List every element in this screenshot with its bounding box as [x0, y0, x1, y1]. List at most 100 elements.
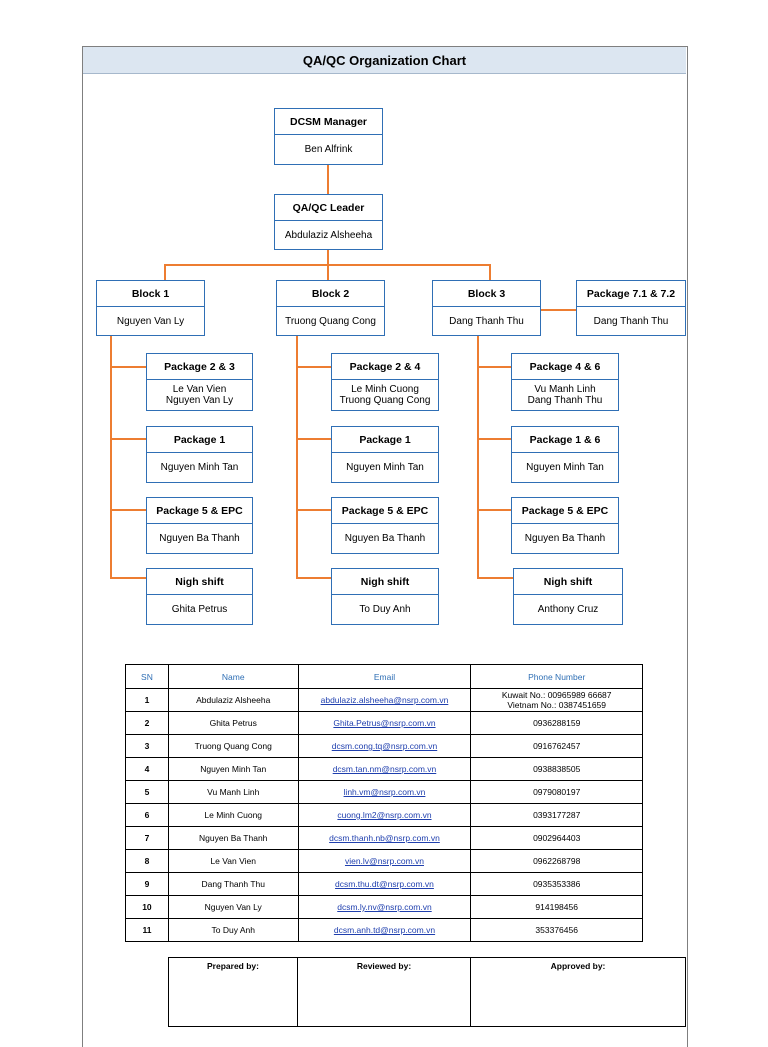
package-box: Package 5 & EPC Nguyen Ba Thanh	[511, 497, 619, 554]
connector-line	[110, 509, 146, 511]
qaqc-leader-box: QA/QC Leader Abdulaziz Alsheeha	[274, 194, 383, 250]
box-name: Nguyen Ba Thanh	[344, 533, 426, 544]
box-role: Package 1	[147, 427, 252, 453]
connector-line	[296, 438, 332, 440]
box-name: Nguyen Van Ly	[165, 395, 234, 406]
approved-by-cell: Approved by:	[470, 957, 686, 1027]
box-name: Ghita Petrus	[171, 604, 228, 615]
row-name: Abdulaziz Alsheeha	[167, 688, 299, 712]
connector-line	[477, 336, 479, 578]
box-name: Nguyen Minh Tan	[346, 462, 424, 473]
row-name: Vu Manh Linh	[167, 780, 299, 804]
box-role: Package 4 & 6	[512, 354, 618, 380]
box-name: Vu Manh Linh	[534, 384, 596, 395]
box-name: Truong Quang Cong	[285, 315, 376, 327]
connector-line	[164, 264, 166, 280]
row-sn: 11	[125, 918, 169, 942]
connector-line	[489, 264, 491, 280]
block-3-box: Block 3 Dang Thanh Thu	[432, 280, 541, 336]
row-phone: 0916762457	[470, 734, 643, 758]
box-name: Nguyen Minh Tan	[160, 462, 239, 473]
package-box: Nigh shift Anthony Cruz	[513, 568, 623, 625]
connector-line	[110, 366, 146, 368]
box-name: Truong Quang Cong	[339, 395, 431, 406]
phone-number: 0935353386	[533, 879, 581, 889]
box-role: Nigh shift	[332, 569, 438, 595]
connector-line	[296, 577, 332, 579]
row-email-link[interactable]: vien.lv@nsrp.com.vn	[297, 849, 472, 873]
row-phone: 0935353386	[470, 872, 643, 896]
phone-number: Kuwait No.: 00965989 66687	[501, 690, 612, 700]
column-header-email: Email	[297, 664, 472, 689]
box-role: Package 2 & 3	[147, 354, 252, 380]
table-header-row: SN Name Email Phone Number	[125, 664, 643, 689]
connector-line	[477, 366, 512, 368]
box-role: Nigh shift	[147, 569, 252, 595]
row-email-link[interactable]: dcsm.thanh.nb@nsrp.com.vn	[297, 826, 472, 850]
phone-number: 0902964403	[533, 833, 581, 843]
document-sheet	[82, 46, 688, 1047]
box-name: Nguyen Ba Thanh	[159, 533, 240, 544]
row-phone: 0936288159	[470, 711, 643, 735]
package-box: Package 5 & EPC Nguyen Ba Thanh	[331, 497, 439, 554]
row-sn: 4	[125, 757, 169, 781]
box-name: Nguyen Ba Thanh	[524, 533, 606, 544]
row-sn: 7	[125, 826, 169, 850]
row-email-link[interactable]: linh.vm@nsrp.com.vn	[297, 780, 472, 804]
reviewed-by-cell: Reviewed by:	[297, 957, 471, 1027]
phone-number: 0936288159	[533, 718, 581, 728]
box-name: Ben Alfrink	[304, 144, 353, 155]
row-phone: 914198456	[470, 895, 643, 919]
row-email-link[interactable]: dcsm.ly.nv@nsrp.com.vn	[297, 895, 472, 919]
row-name: Dang Thanh Thu	[167, 872, 299, 896]
box-role: Nigh shift	[514, 569, 622, 595]
box-role: Block 2	[277, 281, 384, 307]
box-role: Package 7.1 & 7.2	[577, 281, 685, 307]
box-role: Block 1	[97, 281, 204, 307]
box-role: Package 1 & 6	[512, 427, 618, 453]
package-7-box: Package 7.1 & 7.2 Dang Thanh Thu	[576, 280, 686, 336]
connector-line	[110, 438, 146, 440]
package-box: Package 1 Nguyen Minh Tan	[146, 426, 253, 483]
phone-number: 0393177287	[533, 810, 581, 820]
row-email-link[interactable]: dcsm.thu.dt@nsrp.com.vn	[297, 872, 472, 896]
row-sn: 6	[125, 803, 169, 827]
row-email-link[interactable]: dcsm.anh.td@nsrp.com.vn	[297, 918, 472, 942]
row-email-link[interactable]: Ghita.Petrus@nsrp.com.vn	[297, 711, 472, 735]
row-phone: 0393177287	[470, 803, 643, 827]
connector-line	[477, 577, 514, 579]
row-email-link[interactable]: cuong.lm2@nsrp.com.vn	[297, 803, 472, 827]
box-role: Package 5 & EPC	[332, 498, 438, 524]
box-name: Nguyen Van Ly	[116, 315, 185, 327]
phone-number: 0979080197	[533, 787, 581, 797]
box-role: Package 2 & 4	[332, 354, 438, 380]
connector-line	[541, 309, 576, 311]
row-phone: 0962268798	[470, 849, 643, 873]
phone-number: 0938838505	[533, 764, 581, 774]
row-sn: 2	[125, 711, 169, 735]
row-email-link[interactable]: abdulaziz.alsheeha@nsrp.com.vn	[297, 688, 472, 712]
connector-line	[110, 336, 112, 578]
row-name: Le Van Vien	[167, 849, 299, 873]
row-name: Truong Quang Cong	[167, 734, 299, 758]
package-box: Nigh shift To Duy Anh	[331, 568, 439, 625]
box-role: QA/QC Leader	[275, 195, 382, 221]
row-sn: 8	[125, 849, 169, 873]
box-name: Dang Thanh Thu	[527, 395, 603, 406]
row-phone: 0979080197	[470, 780, 643, 804]
phone-number: 0962268798	[533, 856, 581, 866]
row-sn: 3	[125, 734, 169, 758]
row-email-link[interactable]: dcsm.tan.nm@nsrp.com.vn	[297, 757, 472, 781]
package-box: Package 5 & EPC Nguyen Ba Thanh	[146, 497, 253, 554]
row-email-link[interactable]: dcsm.cong.tq@nsrp.com.vn	[297, 734, 472, 758]
row-phone: 0902964403	[470, 826, 643, 850]
